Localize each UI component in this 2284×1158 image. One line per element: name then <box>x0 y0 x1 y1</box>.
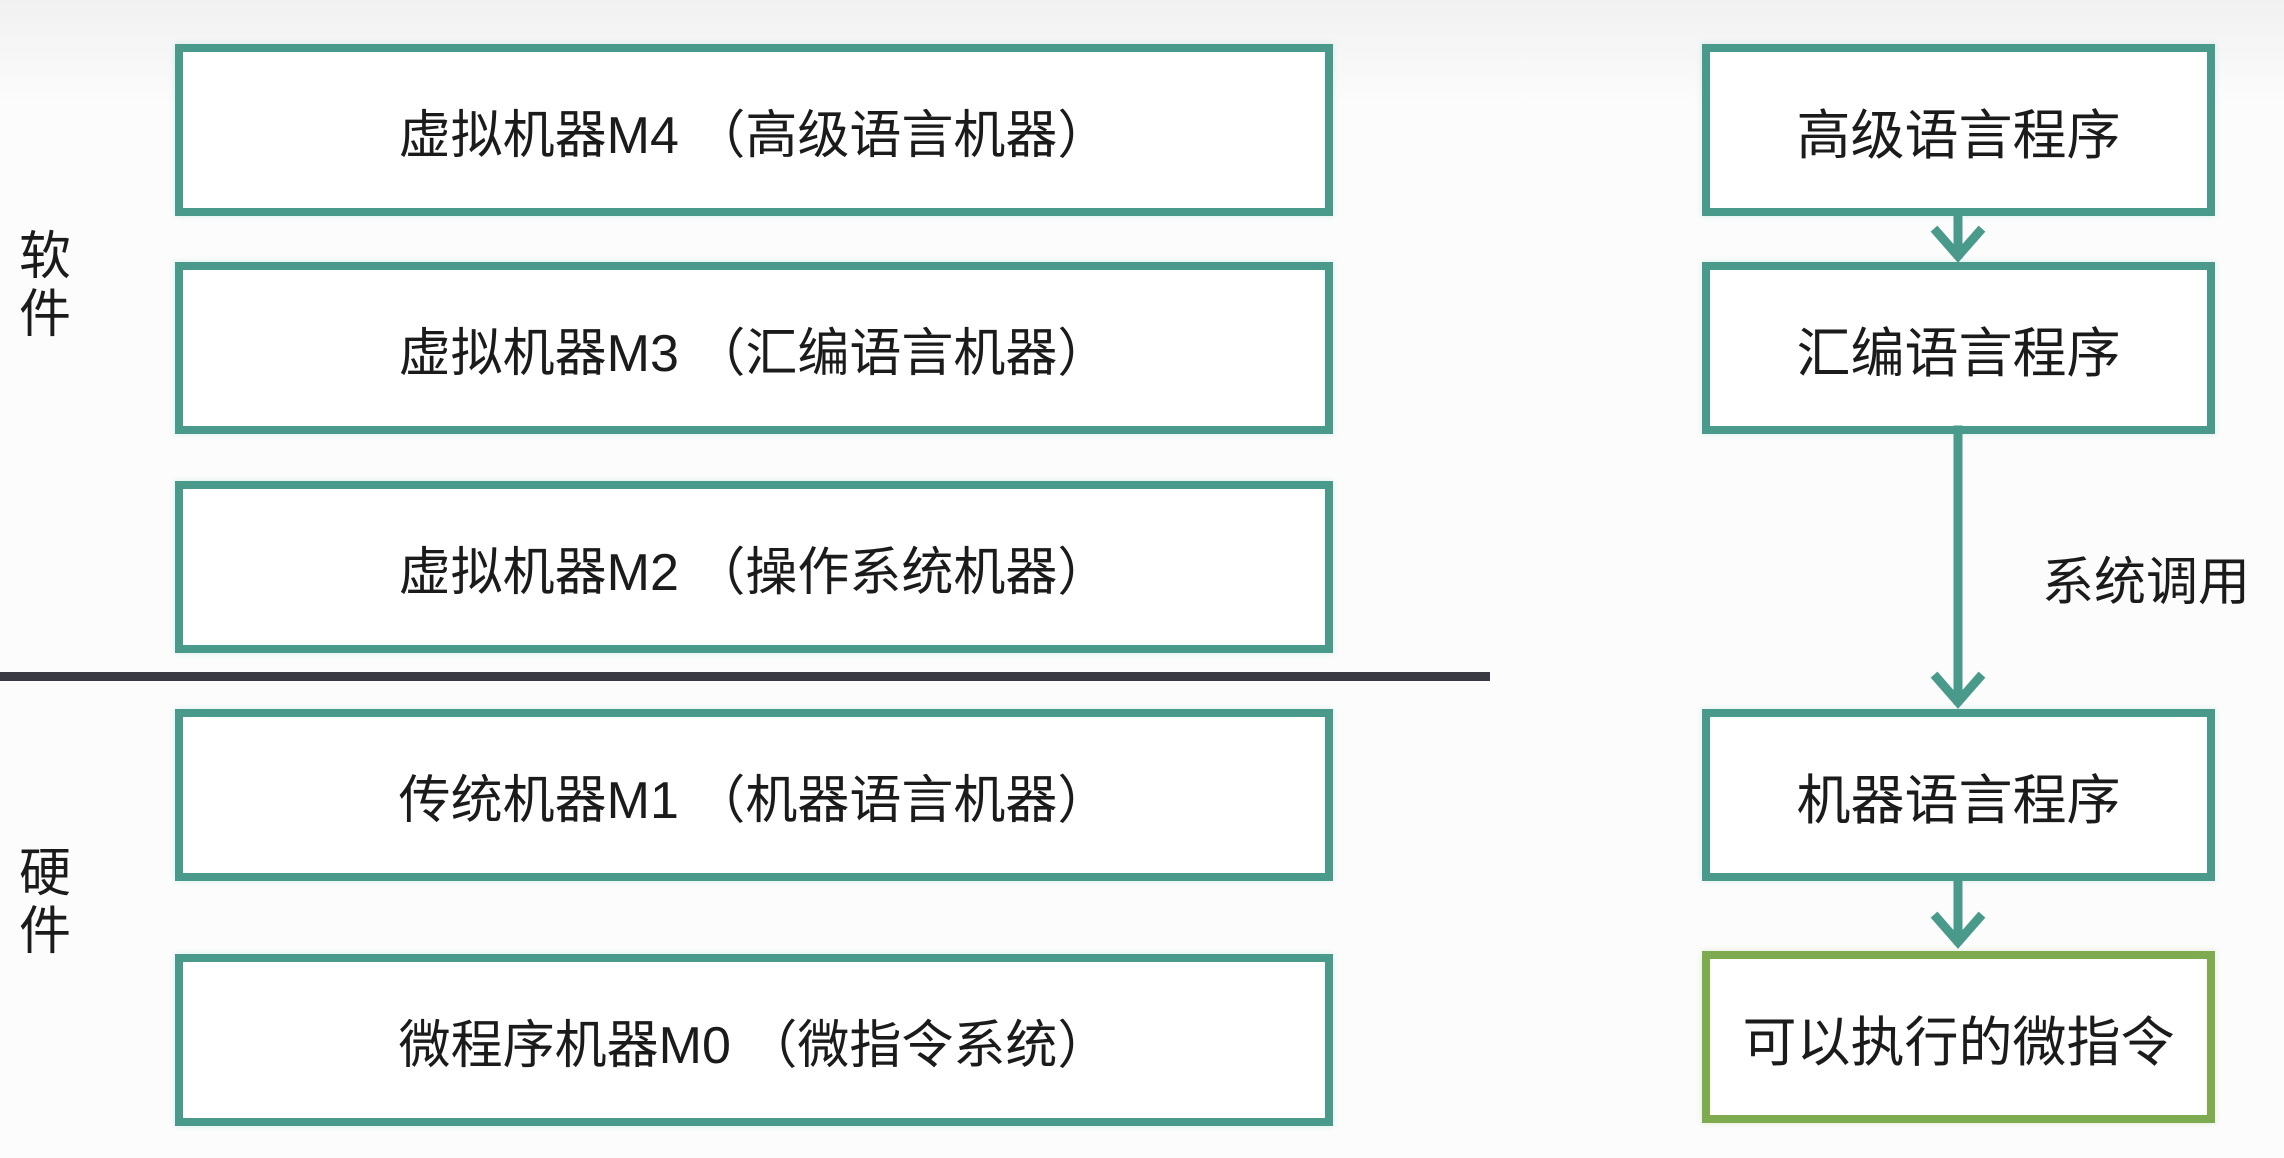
layer-box-m1: 传统机器M1 （机器语言机器） <box>175 709 1333 881</box>
flow-node-machine-program: 机器语言程序 <box>1702 709 2215 881</box>
arrow-down-icon <box>1930 425 1986 709</box>
arrow-down-icon <box>1930 877 1986 949</box>
layer-box-m3: 虚拟机器M3 （汇编语言机器） <box>175 262 1333 434</box>
flow-node-label: 高级语言程序 <box>1796 105 2121 166</box>
software-side-label: 软件 <box>18 228 71 345</box>
flow-node-label: 可以执行的微指令 <box>1742 1012 2175 1073</box>
software-hardware-divider <box>0 672 1490 681</box>
layer-box-m4: 虚拟机器M4 （高级语言机器） <box>175 44 1333 216</box>
flow-node-label: 机器语言程序 <box>1796 770 2121 831</box>
flow-node-high-level-program: 高级语言程序 <box>1702 44 2215 216</box>
layer-box-m2-label: 虚拟机器M2 （操作系统机器） <box>398 543 1110 602</box>
arrow-down-icon <box>1930 211 1986 263</box>
layer-box-m1-label: 传统机器M1 （机器语言机器） <box>398 771 1110 830</box>
hardware-side-label: 硬件 <box>18 845 71 962</box>
system-call-edge-label: 系统调用 <box>2042 554 2251 612</box>
layer-box-m4-label: 虚拟机器M4 （高级语言机器） <box>398 106 1110 165</box>
layer-box-m3-label: 虚拟机器M3 （汇编语言机器） <box>398 324 1110 383</box>
flow-node-executable-microinstructions: 可以执行的微指令 <box>1702 951 2215 1123</box>
layer-box-m2: 虚拟机器M2 （操作系统机器） <box>175 481 1333 653</box>
layer-box-m0: 微程序机器M0 （微指令系统） <box>175 954 1333 1126</box>
layer-box-m0-label: 微程序机器M0 （微指令系统） <box>398 1016 1110 1075</box>
flow-node-assembly-program: 汇编语言程序 <box>1702 262 2215 434</box>
flow-node-label: 汇编语言程序 <box>1796 323 2121 384</box>
